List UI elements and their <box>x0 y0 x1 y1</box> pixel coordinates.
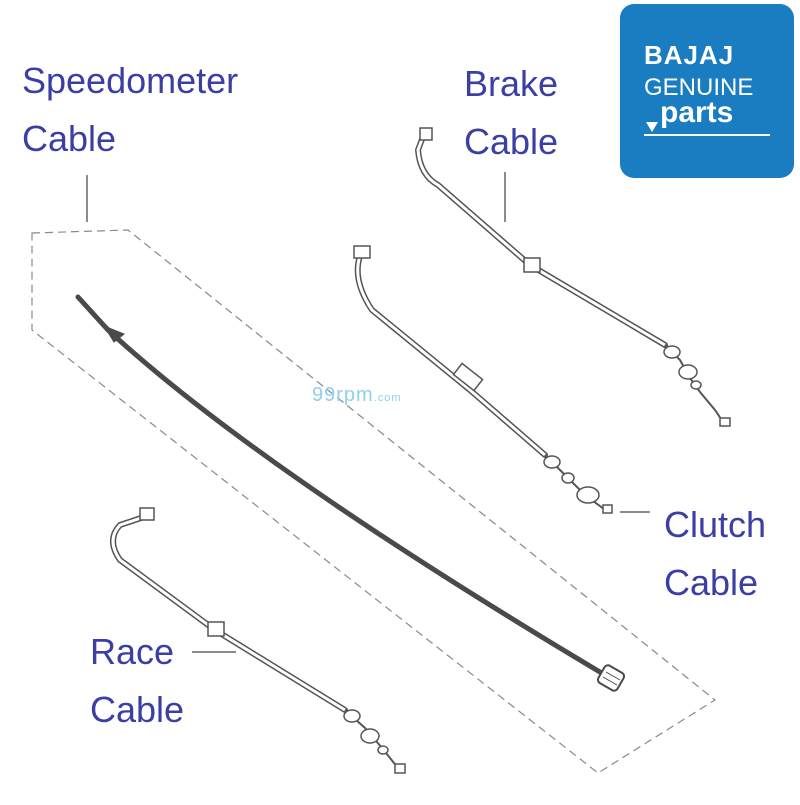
logo-arrow-icon <box>646 122 658 132</box>
speedometer-label-line2: Cable <box>22 118 117 159</box>
race-cable-label: Race Cable <box>90 623 184 739</box>
clutch-cable <box>353 245 613 514</box>
race-label-line2: Cable <box>90 689 185 730</box>
clutch-label-line1: Clutch <box>664 504 767 545</box>
clutch-cable-label: Clutch Cable <box>664 496 766 612</box>
bajaj-genuine-parts-logo: BAJAJ GENUINE parts <box>620 4 794 178</box>
speedometer-cable-dashed-box <box>31 229 717 774</box>
watermark: 99rpm.com <box>312 384 402 407</box>
logo-brand: BAJAJ <box>644 40 735 70</box>
watermark-suffix: .com <box>373 392 402 404</box>
brake-cable-label: Brake Cable <box>464 55 558 171</box>
speedometer-cable <box>75 294 626 692</box>
clutch-label-line2: Cable <box>664 562 759 603</box>
speedometer-cable-label: Speedometer Cable <box>22 52 238 168</box>
brake-cable <box>414 127 731 427</box>
race-cable <box>110 507 406 774</box>
watermark-main: 99rpm <box>312 384 374 406</box>
speedometer-label-line1: Speedometer <box>22 60 239 101</box>
brake-label-line2: Cable <box>464 121 559 162</box>
logo-parts: parts <box>660 96 734 129</box>
brake-label-line1: Brake <box>464 63 559 104</box>
logo-underline <box>644 134 770 136</box>
logo-genuine: GENUINE <box>644 74 754 101</box>
race-label-line1: Race <box>90 631 175 672</box>
